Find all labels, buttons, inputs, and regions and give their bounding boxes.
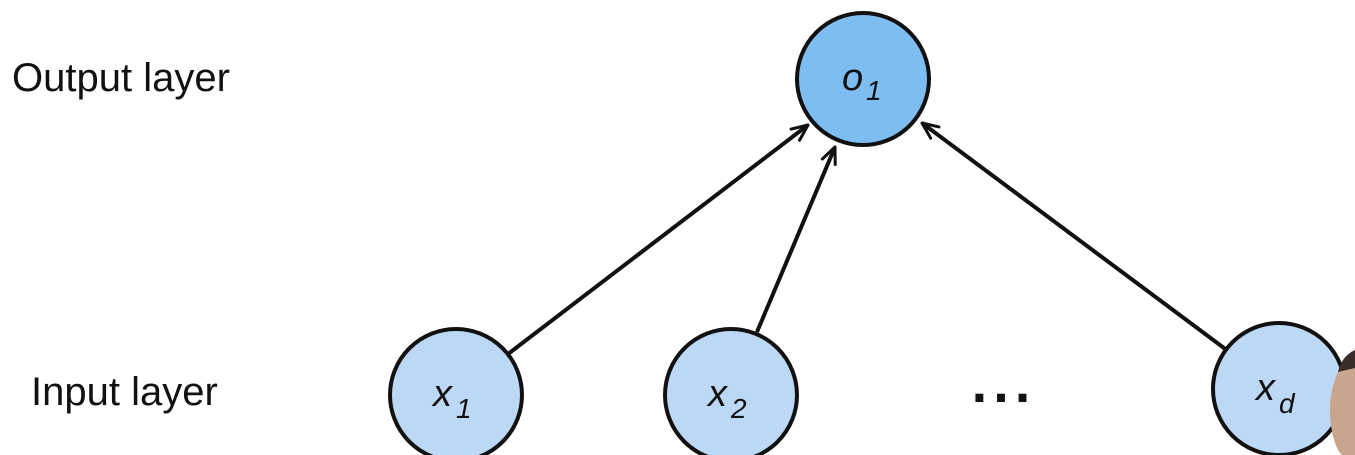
edge-xd-to-o1: [920, 121, 1230, 353]
input-node-x2-var: x: [706, 373, 729, 415]
input-node-xd-sub: d: [1279, 388, 1296, 419]
output-node-sub: 1: [866, 75, 882, 106]
input-node-x1-var: x: [431, 373, 454, 415]
input-node-x1-sub: 1: [456, 393, 472, 424]
ellipsis: ...: [972, 351, 1037, 414]
input-node-x2-sub: 2: [730, 393, 747, 424]
input-node-x2: x 2: [663, 327, 799, 455]
input-node-xd-var: x: [1254, 367, 1277, 409]
input-node-x1: x 1: [388, 327, 524, 455]
output-node-o1: o 1: [795, 11, 931, 147]
output-layer-label: Output layer: [12, 56, 230, 100]
edge-x2-to-o1: [755, 145, 837, 333]
input-node-xd: x d: [1211, 321, 1347, 455]
edge-x1-to-o1: [506, 123, 810, 356]
output-node-var: o: [842, 57, 863, 99]
presenter-silhouette: [1330, 350, 1355, 455]
input-layer-label: Input layer: [31, 370, 218, 414]
